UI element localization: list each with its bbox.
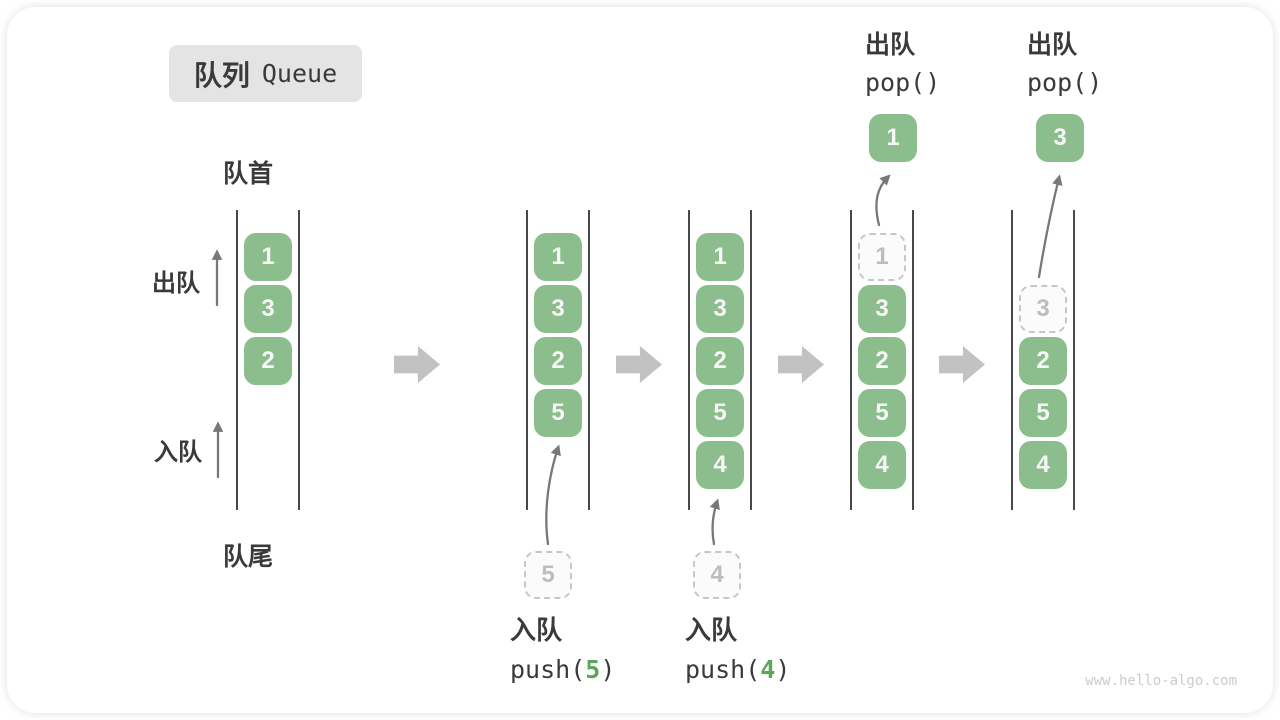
queue-wall-left: [688, 210, 690, 510]
queue-rear-label: 队尾: [223, 543, 274, 571]
queue-item: 4: [1019, 441, 1067, 489]
queue-wall-left: [526, 210, 528, 510]
queue-item: 3: [534, 285, 582, 333]
dequeue-op-label: 出队 pop(): [865, 27, 940, 101]
enqueue-side-label: 入队: [154, 439, 202, 466]
queue-item: 2: [1019, 337, 1067, 385]
popped-item: 1: [869, 114, 917, 162]
queue-wall-left: [1011, 210, 1013, 510]
enqueue-op-label: 入队 push(4): [685, 611, 790, 689]
enqueue-op-label: 入队 push(5): [510, 611, 615, 689]
queue-item: 1: [534, 233, 582, 281]
pop-code-text: pop(): [865, 68, 941, 97]
queue-wall-right: [750, 210, 752, 510]
push-code-text: push(4): [685, 655, 791, 684]
queue-front-label: 队首: [223, 160, 274, 188]
queue-wall-right: [298, 210, 300, 510]
title-english: Queue: [261, 59, 338, 88]
step-arrow-icon: [939, 346, 985, 383]
step-arrow-icon: [778, 346, 824, 383]
queue-item: 2: [534, 337, 582, 385]
push-arg-accent: 4: [760, 655, 776, 684]
queue-item: 4: [696, 441, 744, 489]
push-code-text: push(5): [510, 655, 616, 684]
queue-item: 1: [244, 233, 292, 281]
enqueue-op-text: 入队: [685, 615, 738, 645]
step-arrow-icon: [394, 346, 440, 383]
queue-wall-left: [236, 210, 238, 510]
incoming-item-ghost: 5: [524, 551, 572, 599]
queue-item: 5: [696, 389, 744, 437]
queue-item: 1: [696, 233, 744, 281]
queue-item-ghost: 1: [858, 233, 906, 281]
incoming-item-ghost: 4: [693, 551, 741, 599]
popped-item: 3: [1036, 114, 1084, 162]
queue-item: 3: [858, 285, 906, 333]
dequeue-op-text: 出队: [1027, 31, 1078, 59]
dequeue-side-label: 出队: [152, 270, 200, 297]
title-chinese: 队列: [193, 59, 250, 91]
queue-item: 2: [858, 337, 906, 385]
queue-item: 4: [858, 441, 906, 489]
queue-wall-right: [912, 210, 914, 510]
queue-item-ghost: 3: [1019, 285, 1067, 333]
queue-item: 2: [696, 337, 744, 385]
enqueue-op-text: 入队: [510, 615, 563, 645]
watermark: www.hello-algo.com: [1085, 673, 1237, 689]
title-badge: 队列 Queue: [169, 45, 362, 102]
queue-wall-right: [1073, 210, 1075, 510]
queue-wall-left: [850, 210, 852, 510]
queue-wall-right: [588, 210, 590, 510]
queue-item: 5: [1019, 389, 1067, 437]
queue-item: 5: [534, 389, 582, 437]
pop-code-text: pop(): [1027, 68, 1103, 97]
push-arg-accent: 5: [585, 655, 601, 684]
queue-item: 3: [696, 285, 744, 333]
queue-item: 3: [244, 285, 292, 333]
dequeue-op-label: 出队 pop(): [1027, 27, 1102, 101]
queue-item: 5: [858, 389, 906, 437]
queue-item: 2: [244, 337, 292, 385]
dequeue-op-text: 出队: [865, 31, 916, 59]
step-arrow-icon: [616, 346, 662, 383]
